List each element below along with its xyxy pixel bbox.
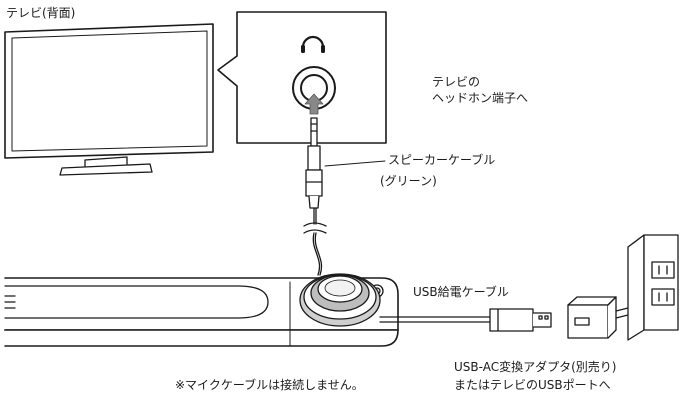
volume-knob bbox=[299, 273, 381, 327]
mic-note: ※マイクケーブルは接続しません。 bbox=[175, 378, 364, 392]
headphone-jack-label-line2: ヘッドホン端子へ bbox=[432, 91, 529, 105]
soundbar-illustration bbox=[4, 277, 399, 347]
speaker-cable-label-line2: (グリーン) bbox=[380, 174, 437, 188]
tv-illustration bbox=[4, 23, 214, 176]
usb-cable bbox=[379, 308, 552, 332]
speaker-plug bbox=[305, 117, 323, 225]
usb-cable-label: USB給電ケーブル bbox=[413, 285, 509, 299]
arrow-up-icon bbox=[304, 93, 324, 115]
speaker-cable-label-line1: スピーカーケーブル bbox=[388, 153, 496, 167]
headphone-jack-label-line1: テレビの bbox=[432, 75, 481, 89]
headphone-icon bbox=[301, 35, 325, 53]
wall-outlet bbox=[627, 234, 679, 341]
adapter-label-line1: USB-AC変換アダプタ(別売り) bbox=[454, 360, 617, 374]
cable-break-mark bbox=[303, 222, 327, 276]
adapter-label-line2: またはテレビのUSBポートへ bbox=[454, 378, 611, 392]
usb-ac-adapter bbox=[567, 296, 629, 339]
tv-rear-label: テレビ(背面) bbox=[6, 6, 76, 20]
